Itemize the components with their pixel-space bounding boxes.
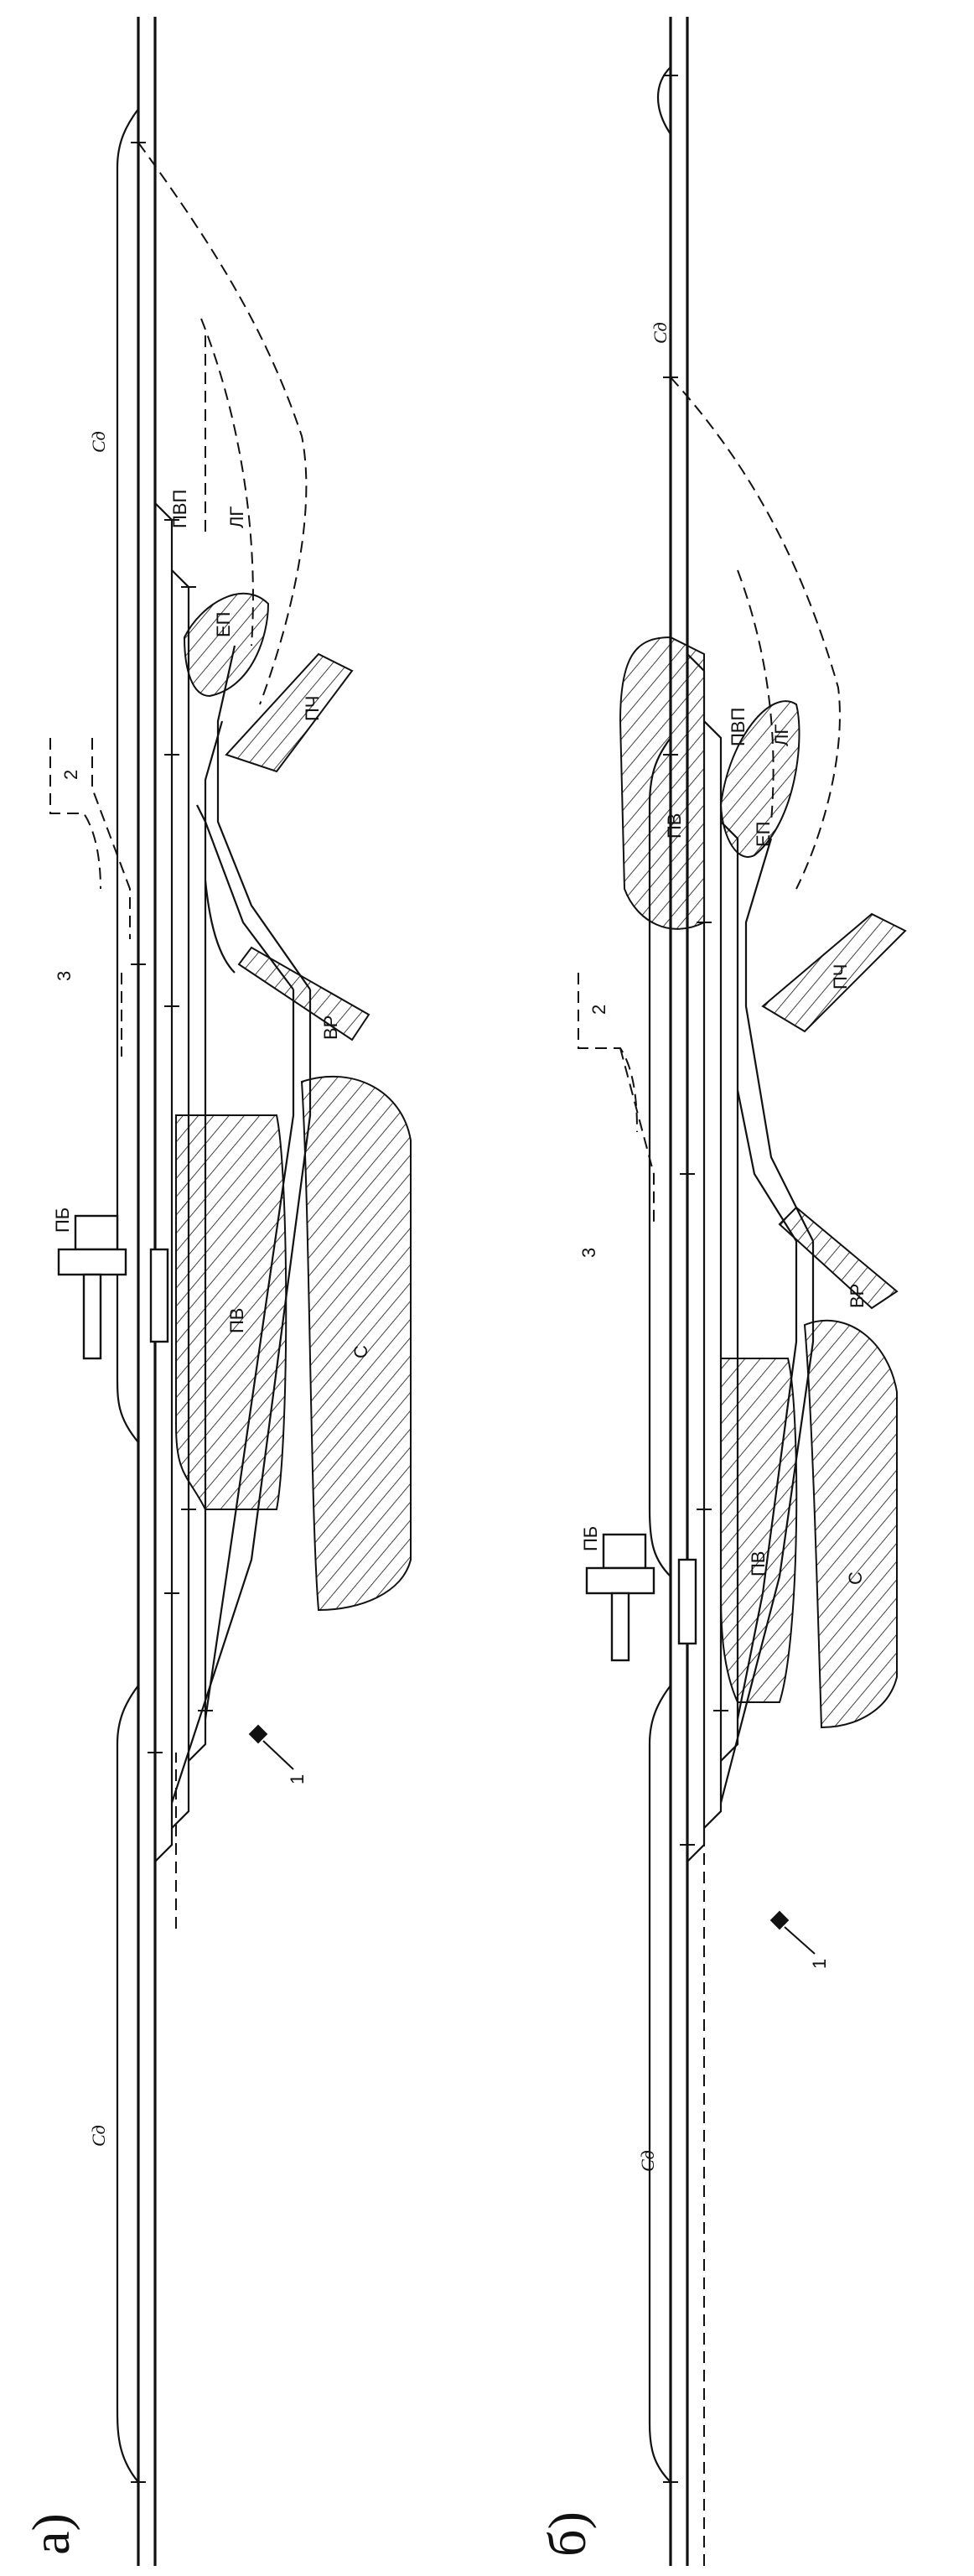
dashed-line-b-3 [619, 1047, 655, 1224]
label-lg-a: ЛГ [226, 506, 247, 528]
label-pvp-a: ПВП [169, 490, 190, 528]
panel-b: Cд Cд ПВП ЛГ ЕП ПЧ ВР ПВ ПВ С ПБ 1 2 3 [578, 17, 907, 2566]
label-pv-b: ПВ [748, 1551, 769, 1577]
bypass-track-a-left2 [116, 108, 139, 1443]
label-cd-bottom-a: Cд [88, 2125, 109, 2147]
zone-pch-b [761, 912, 907, 1033]
dashed-line-a-lg2 [200, 318, 254, 647]
bypass-track-b-top [656, 66, 671, 135]
dashed-line-a-2 [91, 738, 131, 1057]
label-1-b: 1 [809, 1959, 830, 1969]
label-2-a: 2 [60, 770, 81, 780]
label-ep-a: ЕП [213, 612, 234, 638]
label-s-b: С [845, 1571, 866, 1585]
yard-track-b6 [736, 1089, 797, 1242]
building-pb-a [57, 1214, 169, 1360]
zone-ep-b [719, 700, 800, 858]
label-pb-a: ПБ [52, 1208, 73, 1233]
label-pch-a: ПЧ [302, 696, 323, 721]
label-1-a: 1 [287, 1774, 308, 1784]
zone-pv-b [720, 1358, 798, 1703]
label-pb-b: ПБ [580, 1526, 601, 1551]
marker-1-b [769, 1910, 790, 1930]
building-pb-b [585, 1533, 697, 1662]
label-cd-bottom-b: Cд [637, 2150, 658, 2172]
bypass-track-a-left [116, 1685, 139, 2483]
yard-track-b2 [703, 720, 723, 1829]
panel-a: Cд Cд ПВП ЛГ ЕП ПЧ ВР ПВ С ПБ 1 2 3 [49, 17, 412, 2566]
label-vr-b: ВР [847, 1284, 868, 1308]
label-pvp-b: ПВП [728, 708, 749, 746]
label-3-a: 3 [54, 971, 75, 981]
dashed-box-b-2 [578, 973, 638, 1133]
zone-pch-a [225, 652, 354, 773]
label-pv-a: ПВ [226, 1308, 247, 1334]
label-vr-a: ВР [320, 1015, 341, 1040]
zone-vr-b [778, 1206, 899, 1310]
label-cd-top-b: Cд [650, 322, 671, 344]
zone-pv-top-b [619, 636, 705, 930]
label-pch-b: ПЧ [830, 964, 851, 989]
label-s-a: С [350, 1345, 371, 1358]
signal-ticks-a [131, 142, 213, 2483]
label-cd-top-a: Cд [88, 431, 109, 453]
label-2-b: 2 [588, 1005, 609, 1015]
label-pv-top-b: ПВ [664, 813, 685, 839]
label-lg-b: ЛГ [771, 724, 792, 746]
signal-ticks-b [663, 75, 728, 2483]
dashed-line-b-lg [670, 377, 841, 890]
yard-track-b7 [744, 838, 814, 1242]
zone-s-a [300, 1075, 412, 1612]
yard-track-a1 [154, 502, 174, 1862]
yard-track-a8 [204, 720, 224, 822]
dashed-line-a-lg [137, 142, 308, 705]
label-3-b: 3 [578, 1248, 599, 1258]
zone-s-b [803, 1319, 898, 1729]
label-ep-b: ЕП [753, 822, 774, 848]
dashed-line-b-lg2 [737, 569, 775, 823]
zone-pv-a [175, 1114, 288, 1510]
yard-track-a9 [204, 880, 236, 974]
zone-vr-a [237, 946, 370, 1041]
marker-1-a [248, 1724, 268, 1744]
zone-ep-a [183, 592, 270, 698]
yard-track-a7 [216, 645, 311, 990]
bypass-track-b-left [648, 1685, 671, 2483]
